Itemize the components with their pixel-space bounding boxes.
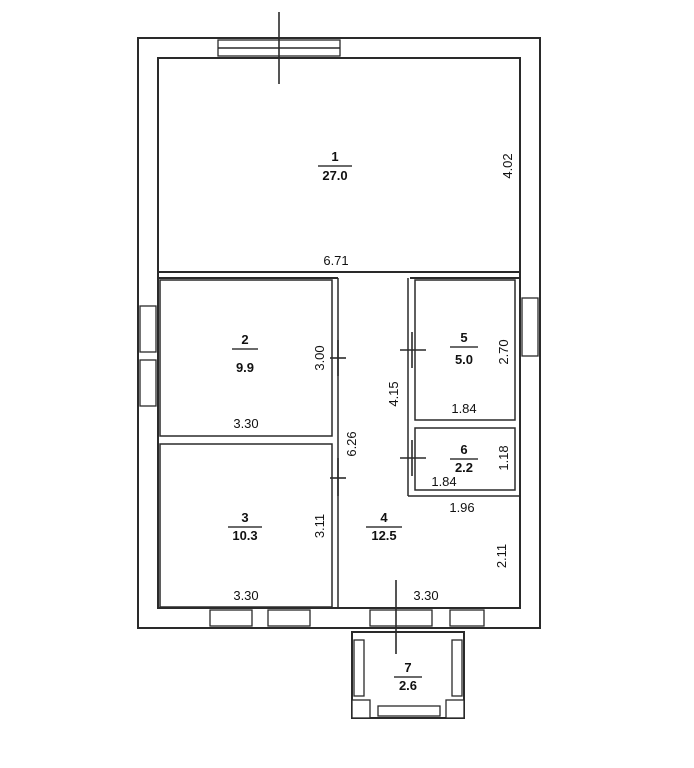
- dim-room2-width: 3.30: [233, 416, 258, 431]
- room-7-number: 7: [404, 660, 411, 675]
- dim-room1-width: 6.71: [323, 253, 348, 268]
- entrance-opening: [369, 609, 433, 627]
- dim-corridor-height: 6.26: [344, 431, 359, 456]
- room-6-outline: [414, 427, 516, 491]
- window-left-lower: [139, 359, 157, 407]
- room-7-outline: [351, 631, 465, 719]
- inner-wall-outline: [157, 57, 521, 609]
- dim-room4-upper-width: 1.96: [449, 500, 474, 515]
- room-2-area: 9.9: [236, 360, 254, 375]
- room-4-area: 12.5: [371, 528, 396, 543]
- porch-window-bottom: [377, 705, 441, 717]
- porch-window-right: [451, 639, 463, 697]
- window-bottom-2: [267, 609, 311, 627]
- window-left-upper: [139, 305, 157, 353]
- room-5-area: 5.0: [455, 352, 473, 367]
- room-7-area: 2.6: [399, 678, 417, 693]
- window-bottom-1: [209, 609, 253, 627]
- outer-wall: [137, 37, 541, 629]
- dim-room4-height: 2.11: [494, 544, 509, 568]
- room-5-number: 5: [460, 330, 467, 345]
- dim-room2-height: 3.00: [312, 345, 327, 370]
- room-6-number: 6: [460, 442, 467, 457]
- dim-room5-width: 1.84: [451, 401, 476, 416]
- room-1-number: 1: [331, 149, 338, 164]
- window-bottom-3: [449, 609, 485, 627]
- dim-room6-width: 1.84: [431, 474, 456, 489]
- window-right: [521, 297, 539, 357]
- room-4-number: 4: [380, 510, 388, 525]
- room-2-outline: [159, 279, 333, 437]
- dim-room5-height: 2.70: [496, 339, 511, 364]
- dim-room1-height: 4.02: [500, 153, 515, 178]
- room-3-outline: [159, 443, 333, 608]
- dim-room3-height: 3.11: [312, 514, 327, 538]
- room-1-area: 27.0: [322, 168, 347, 183]
- dim-corridor-upper: 4.15: [386, 381, 401, 406]
- room-3-area: 10.3: [232, 528, 257, 543]
- porch-post-left: [351, 699, 371, 719]
- porch-window-left: [353, 639, 365, 697]
- dim-room4-width: 3.30: [413, 588, 438, 603]
- room-2-number: 2: [241, 332, 248, 347]
- dim-room3-width: 3.30: [233, 588, 258, 603]
- room-3-number: 3: [241, 510, 248, 525]
- porch-post-right: [445, 699, 465, 719]
- room-6-area: 2.2: [455, 460, 473, 475]
- dim-room6-height: 1.18: [496, 445, 511, 470]
